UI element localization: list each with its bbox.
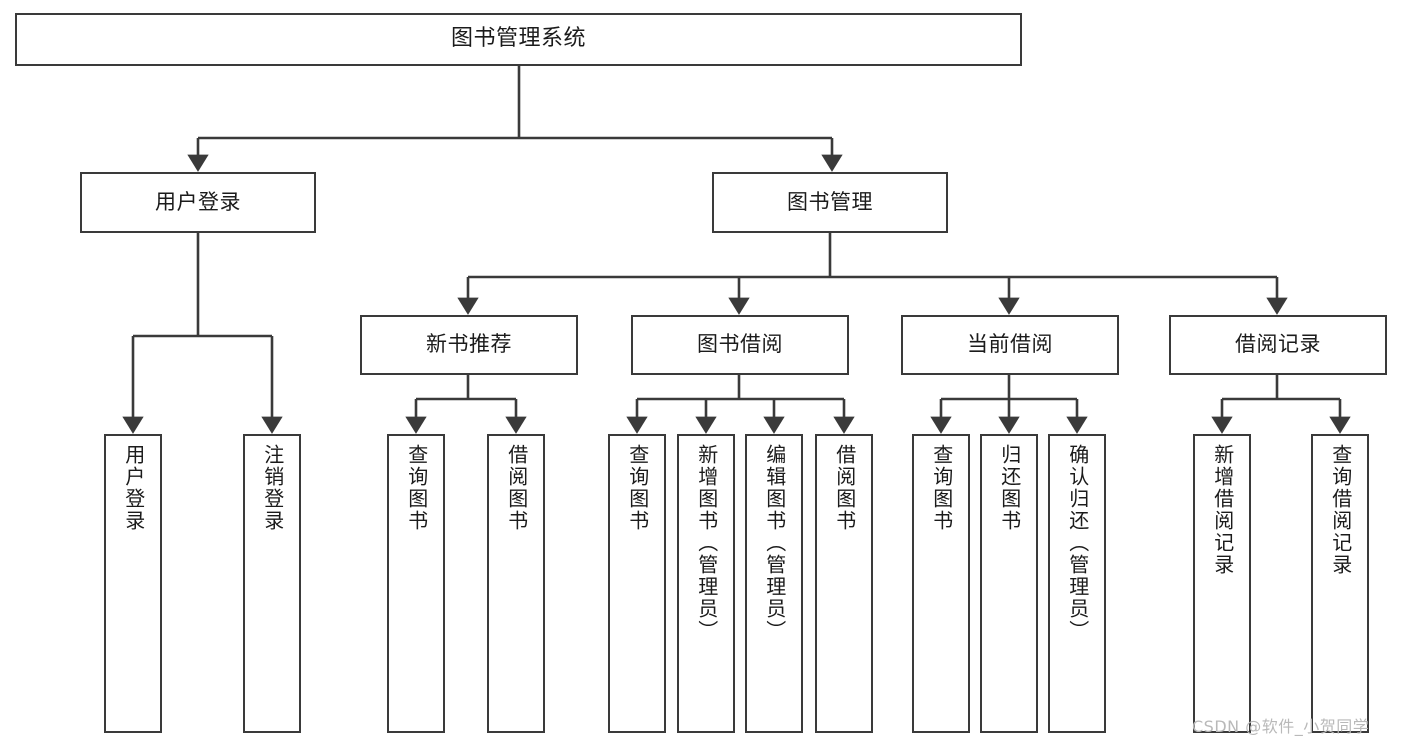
node-label: 查询图书: [929, 444, 954, 532]
node-label: 借阅记录: [1235, 332, 1321, 357]
node-label: 图书借阅: [697, 332, 783, 357]
node-label: 注销登录: [260, 444, 285, 532]
node-leaf-query-borrow-record[interactable]: 查询借阅记录: [1311, 434, 1369, 733]
node-label: 图书管理系统: [450, 26, 586, 52]
node-label: 用户登录: [155, 189, 241, 214]
node-label: 新书推荐: [426, 332, 512, 357]
node-label: 新增图书（管理员）: [694, 444, 719, 642]
node-leaf-query-book-current[interactable]: 查询图书: [912, 434, 970, 733]
node-new-book-recommend[interactable]: 新书推荐: [360, 315, 578, 375]
node-book-borrow[interactable]: 图书借阅: [631, 315, 849, 375]
node-user-login[interactable]: 用户登录: [80, 172, 316, 233]
node-leaf-add-borrow-record[interactable]: 新增借阅记录: [1193, 434, 1251, 733]
node-label: 查询借阅记录: [1328, 444, 1353, 576]
node-label: 图书管理: [787, 189, 873, 214]
node-leaf-query-book-recommend[interactable]: 查询图书: [387, 434, 445, 733]
node-book-management[interactable]: 图书管理: [712, 172, 948, 233]
node-label: 借阅图书: [504, 444, 529, 532]
node-current-borrow[interactable]: 当前借阅: [901, 315, 1119, 375]
node-label: 新增借阅记录: [1210, 444, 1235, 576]
node-borrow-record[interactable]: 借阅记录: [1169, 315, 1387, 375]
node-leaf-borrow-book-recommend[interactable]: 借阅图书: [487, 434, 545, 733]
node-label: 查询图书: [404, 444, 429, 532]
node-label: 查询图书: [625, 444, 650, 532]
node-label: 当前借阅: [967, 332, 1053, 357]
node-leaf-return-book[interactable]: 归还图书: [980, 434, 1038, 733]
node-leaf-logout-login[interactable]: 注销登录: [243, 434, 301, 733]
node-leaf-edit-book-admin[interactable]: 编辑图书（管理员）: [745, 434, 803, 733]
node-root-book-management-system[interactable]: 图书管理系统: [15, 13, 1022, 66]
node-label: 编辑图书（管理员）: [762, 444, 787, 642]
node-leaf-add-book-admin[interactable]: 新增图书（管理员）: [677, 434, 735, 733]
node-leaf-confirm-return-admin[interactable]: 确认归还（管理员）: [1048, 434, 1106, 733]
node-label: 用户登录: [121, 444, 146, 532]
node-leaf-query-book-borrow[interactable]: 查询图书: [608, 434, 666, 733]
node-leaf-user-login[interactable]: 用户登录: [104, 434, 162, 733]
watermark-text: CSDN @软件_小贺同学: [1192, 717, 1370, 736]
node-label: 归还图书: [997, 444, 1022, 532]
node-label: 借阅图书: [832, 444, 857, 532]
node-leaf-borrow-book[interactable]: 借阅图书: [815, 434, 873, 733]
node-label: 确认归还（管理员）: [1065, 444, 1090, 642]
